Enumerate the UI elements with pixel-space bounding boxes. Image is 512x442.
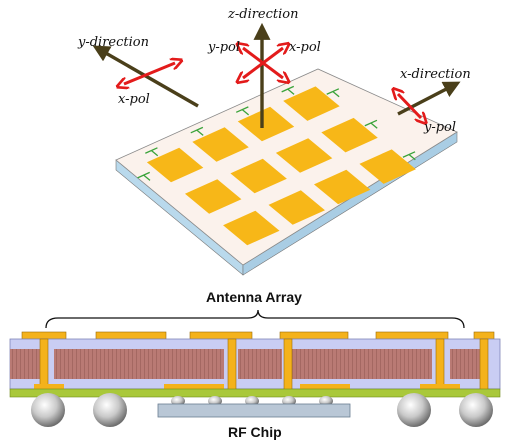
feed-marker [137,171,151,181]
feed-marker [364,119,378,129]
feed-marker [190,126,204,136]
antenna-patch [230,158,287,194]
feed-marker [145,147,159,157]
antenna-patch [283,86,340,121]
antenna-patch [146,147,204,183]
feed-marker [235,106,250,116]
rf-chip [157,396,351,418]
center-polarization-icon [243,48,283,78]
y-direction-label: y-direction [77,35,149,50]
antenna-board [115,68,458,276]
antenna-patch [275,138,333,173]
array-brace [45,309,465,329]
center-y-pol-label: y-pol [207,40,240,55]
center-x-pol-label: x-pol [289,40,321,55]
left-x-pol-label: x-pol [118,92,150,107]
left-x-pol-arrow [124,63,175,84]
package-cross-section [9,331,501,398]
x-axis-arrow [397,81,461,116]
patch-grid [146,86,416,246]
antenna-array-label: Antenna Array [206,289,302,305]
feed-marker [326,88,340,98]
rf-chip-label: RF Chip [228,424,282,440]
antenna-patch [223,210,280,246]
antenna-patch [321,117,378,153]
antenna-patch [268,190,325,225]
feed-marker [281,85,295,95]
solder-balls [31,393,493,427]
antenna-patch [192,127,249,162]
z-direction-label: z-direction [227,7,299,22]
antenna-patch [359,149,416,184]
feed-marker [402,151,416,161]
antenna-patch [184,179,242,214]
feed-lines [137,85,416,181]
x-direction-label: x-direction [400,67,471,82]
substrate-top [115,68,458,266]
right-y-pol-label: y-pol [423,120,456,135]
antenna-patch [313,169,371,205]
antenna-patch [237,106,295,142]
right-y-pol-arrow [398,94,421,118]
